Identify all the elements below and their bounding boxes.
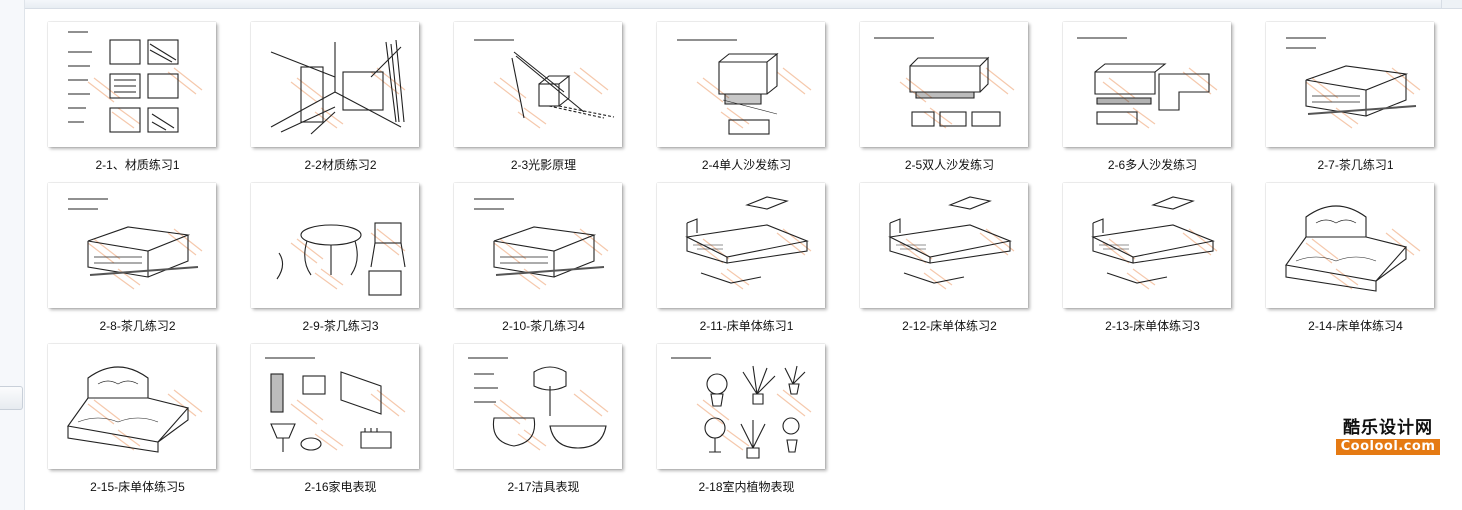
sketch-ornate-bed-icon [1285, 205, 1421, 292]
file-thumbnail-item[interactable]: 2-11-床单体练习1 [645, 175, 835, 335]
file-thumbnail-item[interactable]: 2-15-床单体练习5 [36, 336, 226, 496]
thumbnail-image[interactable] [657, 22, 825, 147]
file-thumbnail-item[interactable]: 2-9-茶几练习3 [239, 175, 429, 335]
file-thumbnail-item[interactable]: 2-1、材质练习1 [36, 14, 226, 174]
file-thumbnail-item[interactable]: 2-16家电表现 [239, 336, 429, 496]
top-toolbar-edge [0, 0, 1462, 9]
file-thumbnail-item[interactable]: 2-5双人沙发练习 [848, 14, 1038, 174]
thumbnail-caption: 2-14-床单体练习4 [1308, 319, 1403, 333]
file-thumbnail-item[interactable]: 2-10-茶几练习4 [442, 175, 632, 335]
sketch-round-table-icon [276, 222, 406, 296]
thumbnail-image[interactable] [251, 22, 419, 147]
thumbnail-caption: 2-1、材质练习1 [95, 158, 180, 172]
sketch-bed-icon [888, 196, 1015, 290]
sketch-coffee-table-icon [1286, 37, 1421, 129]
thumbnail-image[interactable] [251, 344, 419, 469]
logo-english-text: Coolool.com [1336, 439, 1440, 455]
thumbnail-caption: 2-12-床单体练习2 [902, 319, 997, 333]
sketch-materials-icon [68, 31, 203, 133]
file-thumbnail-item[interactable]: 2-6多人沙发练习 [1051, 14, 1241, 174]
thumbnail-caption: 2-16家电表现 [304, 480, 377, 494]
thumbnail-image[interactable] [860, 22, 1028, 147]
thumbnail-image[interactable] [1063, 22, 1231, 147]
thumbnail-caption: 2-9-茶几练习3 [302, 319, 379, 333]
thumbnail-image[interactable] [1063, 183, 1231, 308]
thumbnail-caption: 2-18室内植物表现 [698, 480, 795, 494]
thumbnail-caption: 2-4单人沙发练习 [701, 158, 792, 172]
sketch-bed-icon [685, 196, 812, 290]
thumbnail-image[interactable] [657, 183, 825, 308]
thumbnail-caption: 2-8-茶几练习2 [99, 319, 176, 333]
logo-chinese-text: 酷乐设计网 [1343, 418, 1433, 438]
thumbnail-image[interactable] [657, 344, 825, 469]
file-thumbnail-item[interactable]: 2-13-床单体练习3 [1051, 175, 1241, 335]
file-thumbnail-item[interactable]: 2-14-床单体练习4 [1254, 175, 1444, 335]
file-thumbnail-item[interactable]: 2-17洁具表现 [442, 336, 632, 496]
file-thumbnail-item[interactable]: 2-3光影原理 [442, 14, 632, 174]
sketch-coffee-table-icon [68, 198, 203, 290]
thumbnail-image[interactable] [48, 344, 216, 469]
thumbnail-image[interactable] [454, 183, 622, 308]
thumbnail-caption: 2-7-茶几练习1 [1317, 158, 1394, 172]
sketch-appliances-icon [265, 357, 406, 452]
thumbnail-caption: 2-5双人沙发练习 [904, 158, 995, 172]
sketch-perspective-room-icon [270, 39, 406, 135]
scroll-up-button[interactable] [1441, 0, 1462, 8]
sketch-loveseat-icon [874, 37, 1015, 129]
thumbnail-caption: 2-13-床单体练习3 [1105, 319, 1200, 333]
file-thumbnail-item[interactable]: 2-4单人沙发练习 [645, 14, 835, 174]
thumbnail-image[interactable] [1266, 22, 1434, 147]
sketch-coffee-table-icon [474, 198, 609, 290]
pane-collapse-button[interactable] [0, 386, 23, 410]
sketch-sanitary-ware-icon [468, 357, 609, 451]
thumbnail-image[interactable] [860, 183, 1028, 308]
sketch-light-shadow-icon [474, 39, 615, 129]
thumbnail-caption: 2-17洁具表现 [507, 480, 580, 494]
coolool-logo: 酷乐设计网 Coolool.com [1336, 418, 1440, 456]
thumbnail-image[interactable] [1266, 183, 1434, 308]
thumbnail-caption: 2-6多人沙发练习 [1107, 158, 1198, 172]
thumbnail-caption: 2-3光影原理 [510, 158, 577, 172]
navigation-pane [0, 0, 25, 510]
thumbnail-image[interactable] [251, 183, 419, 308]
sketch-sectional-sofa-icon [1077, 37, 1218, 129]
thumbnail-image[interactable] [48, 183, 216, 308]
file-thumbnail-item[interactable]: 2-12-床单体练习2 [848, 175, 1038, 335]
file-thumbnail-item[interactable]: 2-8-茶几练习2 [36, 175, 226, 335]
thumbnail-caption: 2-15-床单体练习5 [90, 480, 185, 494]
sketch-ornate-bed-icon [67, 366, 203, 453]
file-thumbnail-item[interactable]: 2-2材质练习2 [239, 14, 429, 174]
thumbnail-image[interactable] [48, 22, 216, 147]
thumbnail-caption: 2-2材质练习2 [304, 158, 377, 172]
thumbnail-caption: 2-10-茶几练习4 [502, 319, 585, 333]
sketch-armchair-icon [677, 39, 812, 135]
thumbnail-image[interactable] [454, 22, 622, 147]
thumbnail-image[interactable] [454, 344, 622, 469]
sketch-plants-icon [671, 357, 812, 459]
thumbnail-caption: 2-11-床单体练习1 [699, 319, 794, 333]
sketch-bed-icon [1091, 196, 1218, 290]
file-thumbnail-item[interactable]: 2-7-茶几练习1 [1254, 14, 1444, 174]
file-thumbnail-item[interactable]: 2-18室内植物表现 [645, 336, 835, 496]
